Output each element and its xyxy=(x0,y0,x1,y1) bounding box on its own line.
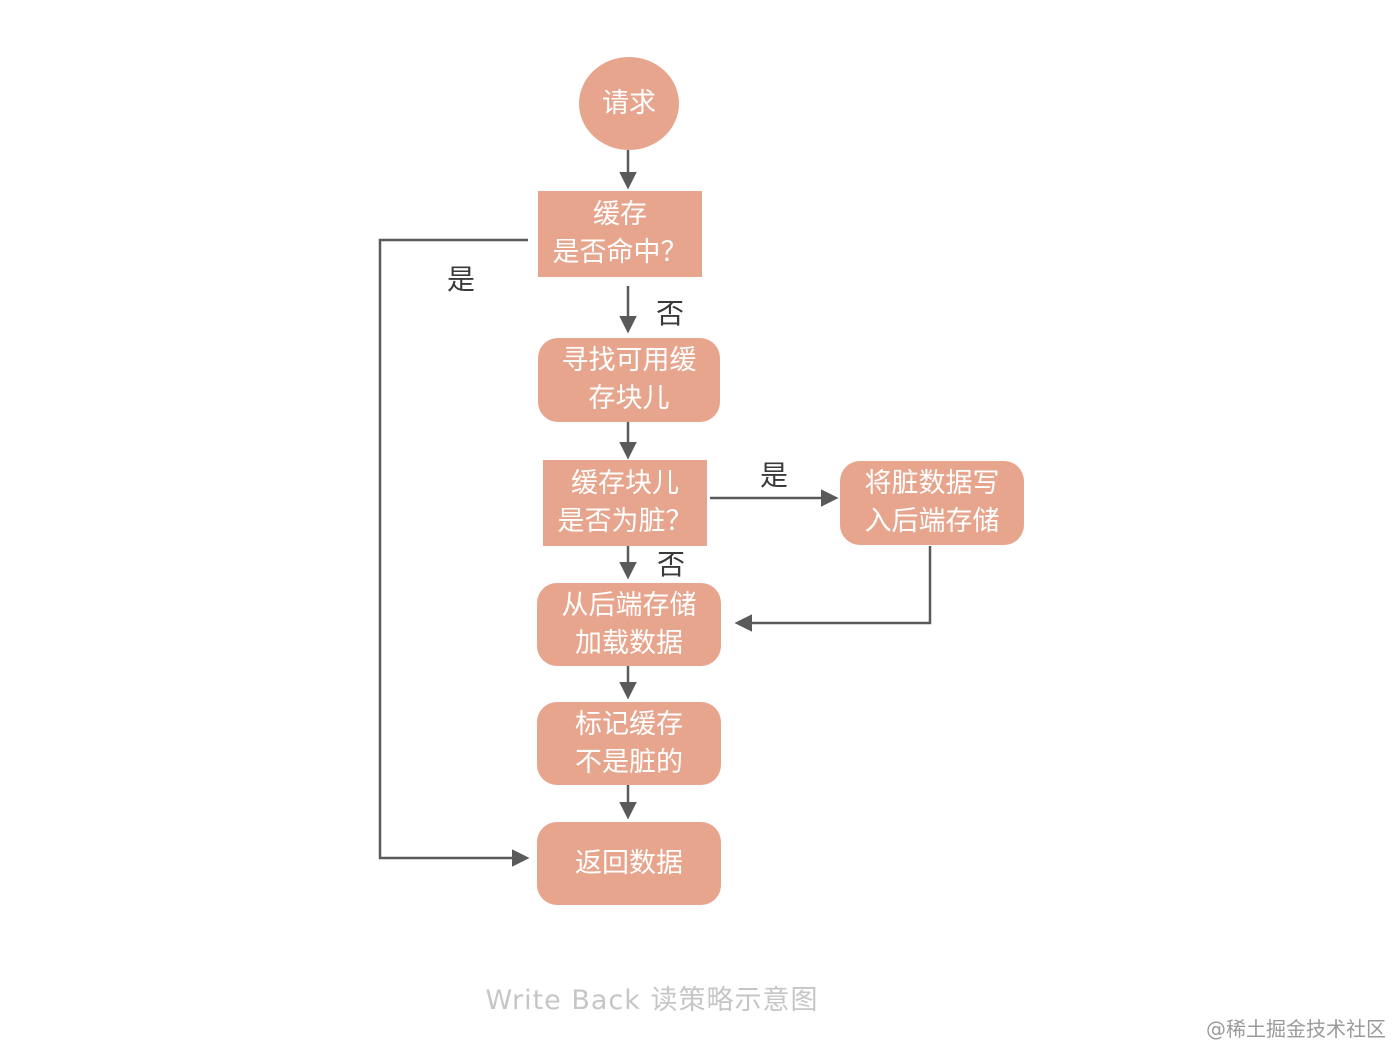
node-request: 请求 xyxy=(579,57,679,150)
node-block-dirty: 缓存块儿 是否为脏？ xyxy=(543,460,707,546)
node-load-data: 从后端存储 加载数据 xyxy=(537,583,721,666)
watermark: @稀土掘金技术社区 xyxy=(1206,1017,1386,1041)
node-write-dirty: 将脏数据写 入后端存储 xyxy=(840,461,1024,545)
node-return-data: 返回数据 xyxy=(537,822,721,905)
node-mark-clean: 标记缓存 不是脏的 xyxy=(537,702,721,785)
edge-label-hit-no: 否 xyxy=(656,297,685,330)
edge-cache-hit-yes xyxy=(378,238,530,867)
node-cache-hit: 缓存 是否命中？ xyxy=(538,191,702,277)
diagram-caption: Write Back 读策略示意图 xyxy=(485,985,819,1016)
edge-label-hit-yes: 是 xyxy=(447,263,476,296)
node-find-block: 寻找可用缓 存块儿 xyxy=(538,338,720,422)
edge-label-dirty-yes: 是 xyxy=(760,459,789,492)
edge-label-dirty-no: 否 xyxy=(657,548,686,581)
edge-write-dirty-to-load-data xyxy=(734,546,932,632)
